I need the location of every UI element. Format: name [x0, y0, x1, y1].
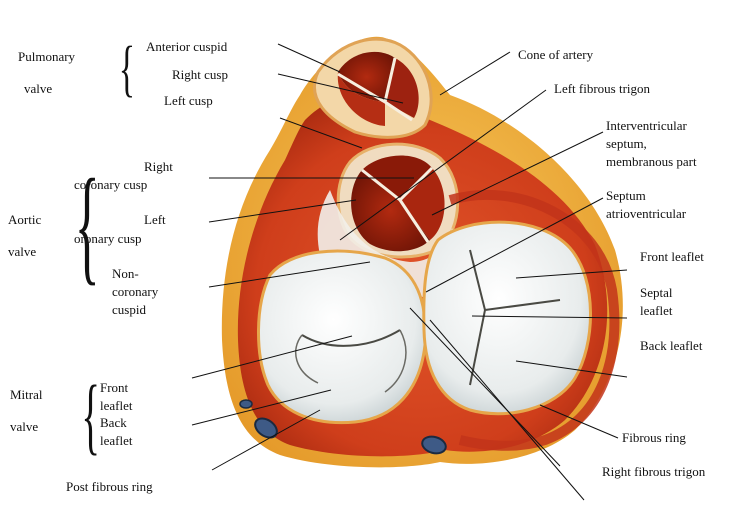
interventricular-septum-label-line2: septum,	[606, 136, 647, 151]
mitral-closure-line	[301, 329, 401, 347]
pulmonary-anterior-cusp	[338, 51, 395, 102]
leader-right-trigon	[409, 307, 561, 467]
tricuspid-closure-lines	[469, 249, 561, 386]
mitral-front-leaflet-label-line1: Front	[100, 380, 129, 395]
pulmonary-right-cusp	[385, 58, 419, 118]
leader-noncoronary	[208, 261, 371, 288]
pulmonary-valve-label-line1: Pulmonary	[18, 49, 76, 64]
mitral-front-leaflet-label-line2: leaflet	[100, 398, 133, 413]
left-cusp-label: Left cusp	[164, 93, 213, 108]
aortic-valve-label-line2: valve	[8, 244, 37, 259]
aortic-left-coronary-cusp	[400, 168, 445, 240]
aortic-valve-label-line1: Aortic	[8, 212, 42, 227]
leader-septal-leaflet	[471, 315, 628, 319]
mitral-valve-label-line1: Mitral	[10, 387, 43, 402]
leader-fibrous-ring	[539, 404, 619, 439]
septal-leaflet-label-line2: leaflet	[640, 303, 673, 318]
mitral-back-leaflet-label-line2: leaflet	[100, 433, 133, 448]
right-coronary-cusp-label-line2: coronary cusp	[74, 177, 148, 192]
coronary-vessel-center	[421, 435, 447, 455]
noncoronary-cuspid-label-line1: Non-	[112, 266, 139, 281]
leader-right-cusp	[277, 73, 404, 104]
leader-left-coronary	[208, 199, 357, 223]
left-fibrous-trigon-label: Left fibrous trigon	[554, 81, 651, 96]
leader-back-leaflet	[515, 360, 628, 378]
fibrous-ring-label: Fibrous ring	[622, 430, 686, 445]
cone-of-artery-label: Cone of artery	[518, 47, 594, 62]
mitral-brace: {	[81, 367, 100, 463]
left-coronary-cusp-label-line1: Left	[144, 212, 166, 227]
right-fibrous-trigon-label: Right fibrous trigon	[602, 464, 706, 479]
aortic-brace: {	[74, 153, 100, 297]
leader-mitral-back	[191, 389, 332, 426]
leader-ivs	[431, 131, 604, 216]
leader-left-cusp	[279, 117, 363, 149]
coronary-vessel-small	[239, 399, 253, 409]
septum-atrioventricular-label-line2: atrioventricular	[606, 206, 687, 221]
pulmonary-valve-label-line2: valve	[24, 81, 53, 96]
leader-cone	[439, 51, 511, 96]
mitral-valve-label-line2: valve	[10, 419, 39, 434]
leader-post-fibrous-ring	[211, 409, 321, 471]
interventricular-septum-label-line1: Interventricular	[606, 118, 687, 133]
pulmonary-brace: {	[118, 35, 136, 103]
leader-left-trigon	[339, 89, 547, 241]
septum-atrioventricular-label-line1: Septum	[606, 188, 646, 203]
leader-lines	[191, 43, 628, 501]
mitral-back-leaflet-label-line1: Back	[100, 415, 127, 430]
leader-bottom	[429, 319, 585, 501]
aortic-noncoronary-cusp	[351, 170, 430, 252]
leader-front-leaflet	[515, 269, 628, 279]
right-cusp-label: Right cusp	[172, 67, 228, 82]
back-leaflet-label: Back leaflet	[640, 338, 703, 353]
tricuspid-valve-annulus	[422, 220, 592, 416]
mitral-valve-annulus	[257, 249, 427, 425]
post-fibrous-ring-label: Post fibrous ring	[66, 479, 153, 494]
septal-leaflet-label-line1: Septal	[640, 285, 673, 300]
interventricular-septum-label-line3: membranous part	[606, 154, 697, 169]
noncoronary-cuspid-label-line3: cuspid	[112, 302, 146, 317]
right-ventricle-wall	[448, 189, 620, 451]
pulmonary-left-cusp	[337, 72, 385, 126]
left-coronary-cusp-label-line2: oronary cusp	[74, 231, 142, 246]
leader-septum-av	[425, 197, 604, 293]
right-coronary-cusp-label-line1: Right	[144, 159, 173, 174]
anterior-cuspid-label: Anterior cuspid	[146, 39, 228, 54]
leader-mitral-front	[191, 335, 353, 379]
leader-anterior-cuspid	[277, 43, 341, 73]
noncoronary-cuspid-label-line2: coronary	[112, 284, 159, 299]
front-leaflet-label: Front leaflet	[640, 249, 704, 264]
